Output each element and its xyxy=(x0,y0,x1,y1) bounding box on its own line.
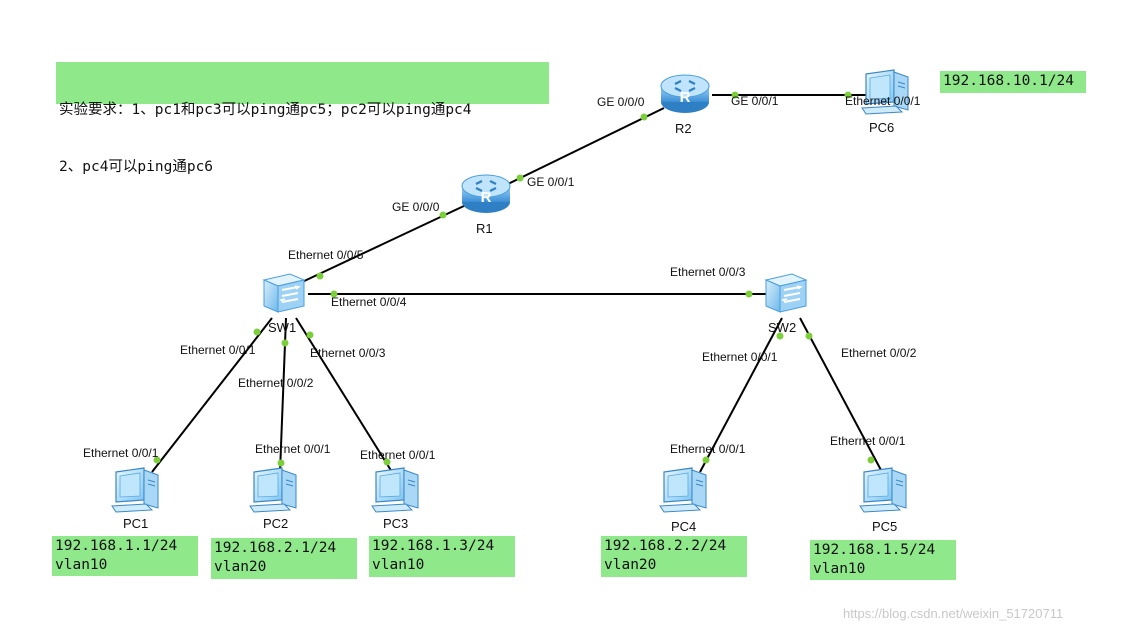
port-dot xyxy=(253,328,261,336)
port-dot xyxy=(439,211,447,219)
sw1-eth004-label: Ethernet 0/0/4 xyxy=(331,295,407,309)
link-r1-r2 xyxy=(507,107,665,185)
port-dot xyxy=(867,456,875,464)
pc3-address-note: 192.168.1.3/24 vlan10 xyxy=(369,536,515,577)
sw2-eth002-label: Ethernet 0/0/2 xyxy=(841,346,917,360)
sw2-eth003-label: Ethernet 0/0/3 xyxy=(670,265,746,279)
switch-sw1-icon[interactable] xyxy=(263,273,305,313)
link-sw1-r1 xyxy=(299,204,467,284)
pc4-address-note: 192.168.2.2/24 vlan20 xyxy=(601,536,747,577)
pc5-icon[interactable] xyxy=(859,467,907,513)
pc1-icon[interactable] xyxy=(111,467,159,513)
pc1-eth001-label: Ethernet 0/0/1 xyxy=(83,446,159,460)
port-dot xyxy=(383,458,391,466)
requirement-note: 实验要求：1、pc1和pc3可以ping通pc5；pc2可以ping通pc4 2… xyxy=(56,62,549,175)
pc6-label: PC6 xyxy=(869,120,895,135)
pc5-address-note: 192.168.1.5/24 vlan10 xyxy=(810,540,956,580)
pc2-label: PC2 xyxy=(263,516,289,531)
r1-ge001-label: GE 0/0/1 xyxy=(527,175,575,189)
port-dot xyxy=(702,456,710,464)
pc1-address-note: 192.168.1.1/24 vlan10 xyxy=(52,536,198,576)
pc4-icon[interactable] xyxy=(659,467,707,513)
port-dot xyxy=(516,174,524,182)
port-dot xyxy=(805,332,813,340)
port-dot xyxy=(153,456,161,464)
link-sw1-pc1 xyxy=(151,317,273,473)
requirement-line-2: 2、pc4可以ping通pc6 xyxy=(59,159,214,175)
sw1-eth003-label: Ethernet 0/0/3 xyxy=(310,346,386,360)
pc2-address-note: 192.168.2.1/24 vlan20 xyxy=(211,538,357,579)
port-dot xyxy=(277,459,285,467)
sw1-eth001-label: Ethernet 0/0/1 xyxy=(180,343,256,357)
port-dot xyxy=(731,91,739,99)
sw2-label: SW2 xyxy=(768,320,797,335)
pc6-address-note: 192.168.10.1/24 xyxy=(940,71,1086,93)
pc4-label: PC4 xyxy=(671,519,697,534)
router-r2-icon[interactable] xyxy=(659,73,711,115)
sw1-eth002-label: Ethernet 0/0/2 xyxy=(238,376,314,390)
link-sw2-pc4 xyxy=(699,317,783,473)
pc3-label: PC3 xyxy=(383,516,409,531)
port-dot xyxy=(306,331,314,339)
pc4-eth001-label: Ethernet 0/0/1 xyxy=(670,442,746,456)
port-dot xyxy=(776,332,784,340)
pc5-eth001-label: Ethernet 0/0/1 xyxy=(830,434,906,448)
link-sw2-pc5 xyxy=(799,317,883,473)
port-dot xyxy=(330,290,338,298)
switch-sw2-icon[interactable] xyxy=(765,273,807,313)
port-dot xyxy=(640,113,648,121)
port-dot xyxy=(745,290,753,298)
pc3-icon[interactable] xyxy=(371,467,419,513)
r1-ge000-label: GE 0/0/0 xyxy=(392,200,440,214)
pc1-label: PC1 xyxy=(123,516,149,531)
link-sw1-pc3 xyxy=(295,317,393,473)
sw1-label: SW1 xyxy=(268,320,297,335)
pc3-eth001-label: Ethernet 0/0/1 xyxy=(360,448,436,462)
requirement-line-1: 实验要求：1、pc1和pc3可以ping通pc5；pc2可以ping通pc4 xyxy=(59,102,472,118)
port-dot xyxy=(844,91,852,99)
pc6-eth001-label: Ethernet 0/0/1 xyxy=(845,94,921,108)
watermark: https://blog.csdn.net/weixin_51720711 xyxy=(843,606,1064,621)
port-dot xyxy=(316,272,324,280)
r1-label: R1 xyxy=(476,221,493,236)
r2-ge000-label: GE 0/0/0 xyxy=(597,95,645,109)
sw1-eth005-label: Ethernet 0/0/5 xyxy=(288,248,364,262)
pc5-label: PC5 xyxy=(872,519,898,534)
r2-label: R2 xyxy=(675,121,692,136)
pc2-eth001-label: Ethernet 0/0/1 xyxy=(255,442,331,456)
sw2-eth001-label: Ethernet 0/0/1 xyxy=(702,350,778,364)
pc2-icon[interactable] xyxy=(249,467,297,513)
r2-ge001-label: GE 0/0/1 xyxy=(731,94,779,108)
port-dot xyxy=(281,339,289,347)
